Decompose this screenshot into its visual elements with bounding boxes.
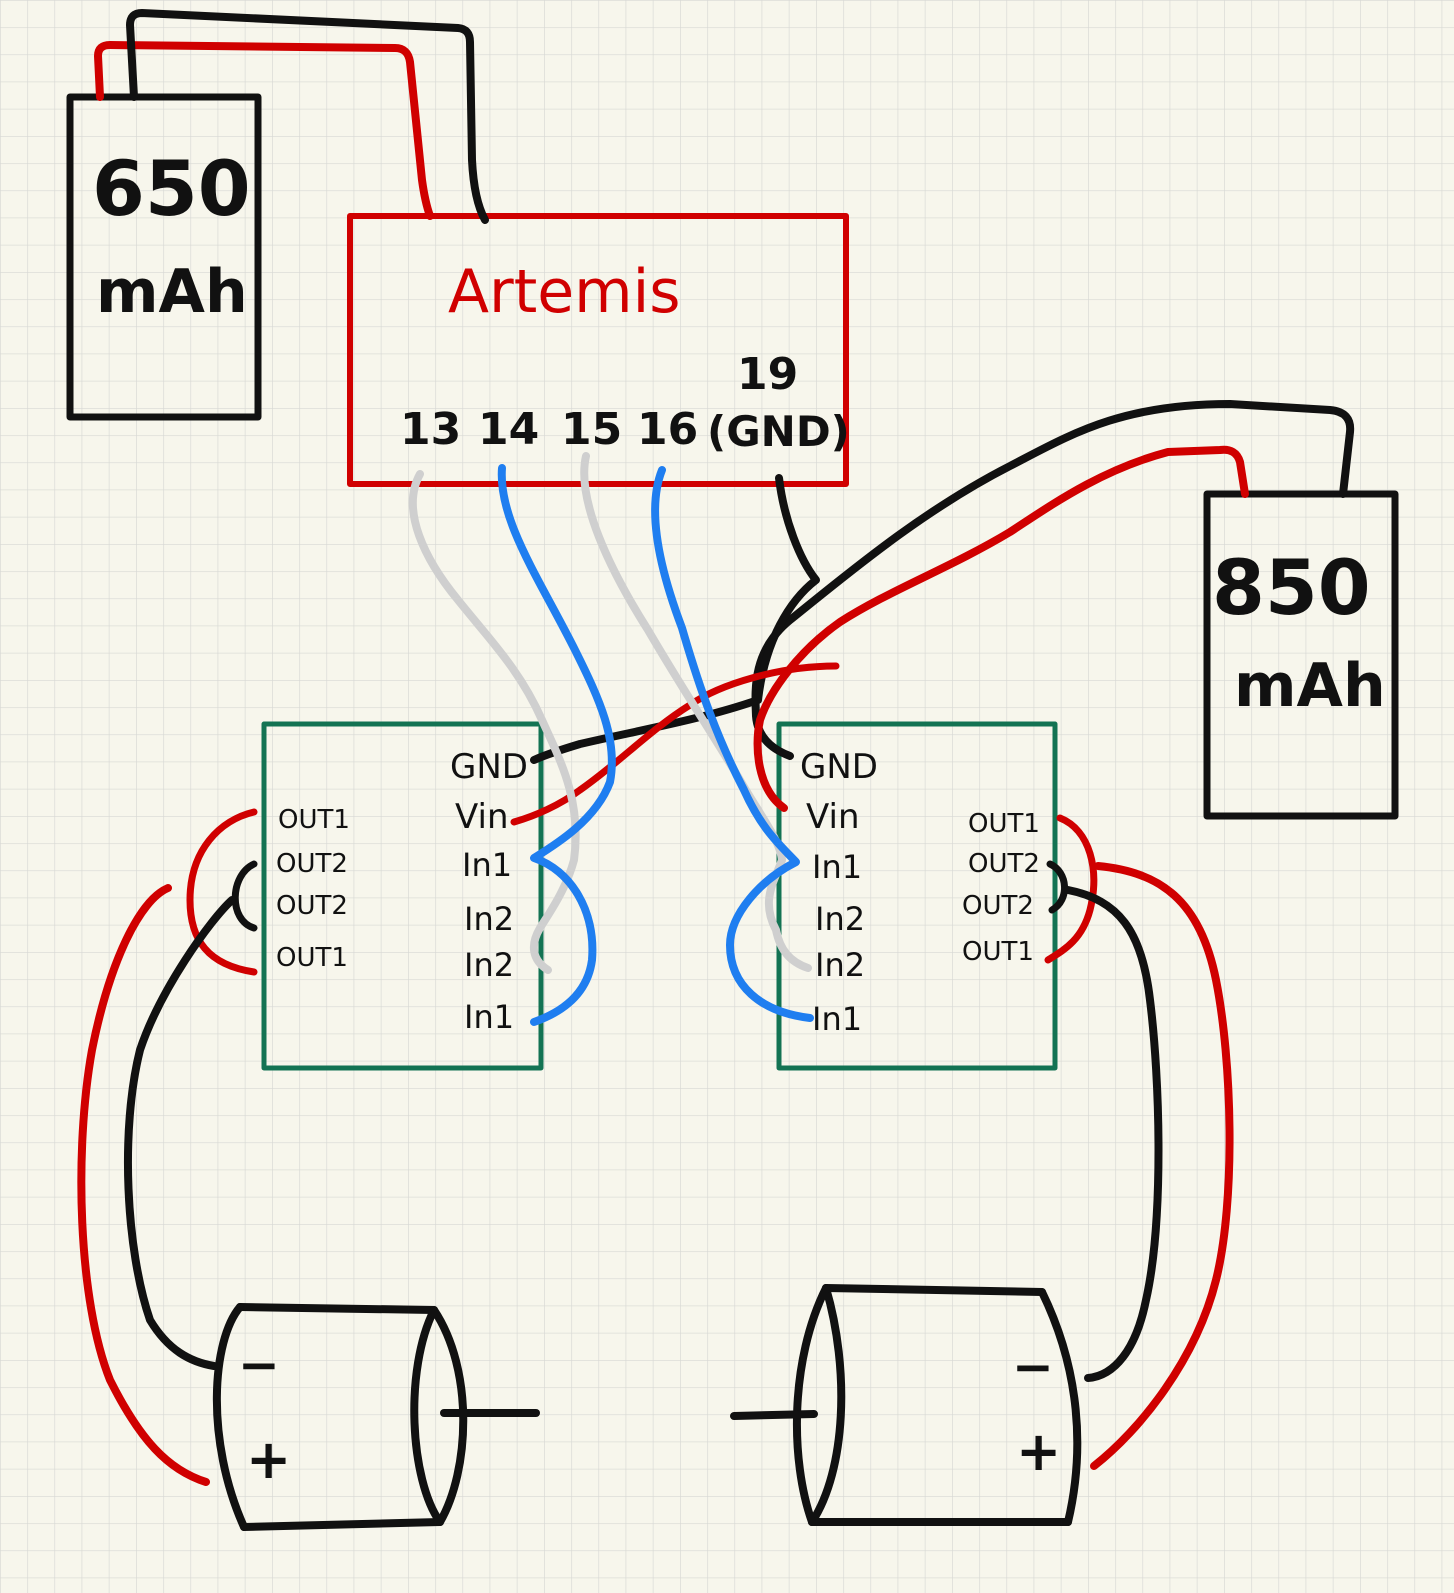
motor-left-plus: + [246,1428,291,1491]
wire-battery-right-red [753,445,1249,812]
driver-right-in1-label: In1 [812,848,862,886]
wire-left-motor-plus [77,884,210,1486]
motor-right-front-cap-outer [792,1284,830,1526]
wire-right-motor-plus [1090,862,1234,1470]
motor-left-front-cap-inner [410,1306,444,1526]
battery-left: 650 mAh [66,93,262,421]
battery-right-capacity: 850 [1212,543,1371,632]
artemis-title: Artemis [448,257,681,327]
driver-right-vin-label: Vin [806,797,860,837]
wire-pin13-gray [408,470,580,974]
driver-left-gnd-label: GND [450,747,528,787]
driver-right-out1-label: OUT1 [968,809,1040,839]
driver-left-in1b-label: In1 [464,998,514,1036]
driver-left-vin-label: Vin [455,797,509,837]
artemis-outline [347,213,849,487]
wire-left-out2-jumper [231,860,258,932]
battery-left-unit: mAh [96,257,248,327]
driver-left-out2-label: OUT2 [276,849,348,879]
artemis-pin-16: 16 [637,404,698,455]
motor-right: − + [730,1284,1082,1526]
wire-artemis-gnd [530,474,820,764]
motor-driver-right: GND Vin In1 In2 In2 In1 OUT1 OUT2 OUT2 O… [776,721,1058,1071]
driver-right-outline [776,721,1058,1071]
battery-left-body [66,93,262,421]
motor-driver-left: GND Vin In1 In2 In2 In1 OUT1 OUT2 OUT2 O… [261,721,544,1071]
artemis-gnd-label: (GND) [707,407,850,456]
motor-left-top-edge [236,1303,438,1314]
motor-right-front-cap-inner [808,1284,846,1526]
artemis-pin-13: 13 [400,404,461,455]
wire-right-out1-jumper [1044,814,1098,964]
driver-right-in2b-label: In2 [815,946,865,984]
motor-right-minus: − [1012,1338,1054,1396]
wire-right-motor-minus [1064,886,1163,1382]
wires [77,9,1355,1486]
motor-right-shaft [730,1410,818,1420]
wire-pin14-blue [497,464,616,1026]
wire-right-out2-jumper [1046,860,1068,914]
wire-battery-right-black [751,400,1355,760]
driver-right-in1b-label: In1 [812,1000,862,1038]
motor-left-minus: − [238,1336,280,1394]
battery-left-capacity: 650 [92,144,251,233]
driver-left-outline [261,721,544,1071]
wire-battery-left-black [126,9,489,224]
battery-right-unit: mAh [1234,651,1386,721]
motor-right-plus: + [1016,1420,1061,1483]
driver-right-out2-label: OUT2 [968,849,1040,879]
driver-left-out2b-label: OUT2 [276,891,348,921]
wire-battery-left-red [94,41,434,220]
battery-right: 850 mAh [1203,490,1399,820]
motor-left-front-cap-outer [430,1306,468,1526]
wire-left-driver-vin [510,662,840,826]
artemis-pin-19: 19 [737,349,798,400]
artemis-board: Artemis 13 14 15 16 19 (GND) [347,213,850,487]
artemis-pin-14: 14 [478,404,539,455]
motor-left: − + [212,1303,540,1531]
driver-left-in1-label: In1 [462,846,512,884]
battery-right-body [1203,490,1399,820]
driver-right-gnd-label: GND [800,747,878,787]
motor-right-top-edge [822,1284,1046,1296]
wire-left-motor-minus [123,896,236,1370]
driver-left-in2-label: In2 [464,900,514,938]
wire-left-out1-jumper [186,808,258,976]
driver-left-out1-label: OUT1 [278,805,350,835]
driver-right-out1b-label: OUT1 [962,937,1034,967]
driver-left-in2b-label: In2 [464,946,514,984]
motor-left-bottom-edge [240,1518,444,1531]
driver-right-out2b-label: OUT2 [962,891,1034,921]
motor-right-back-cap [1038,1288,1082,1526]
motor-left-back-cap [212,1303,248,1531]
artemis-pin-15: 15 [561,404,622,455]
wire-pin16-blue [651,466,814,1022]
driver-left-out1b-label: OUT1 [276,943,348,973]
driver-right-in2-label: In2 [815,900,865,938]
